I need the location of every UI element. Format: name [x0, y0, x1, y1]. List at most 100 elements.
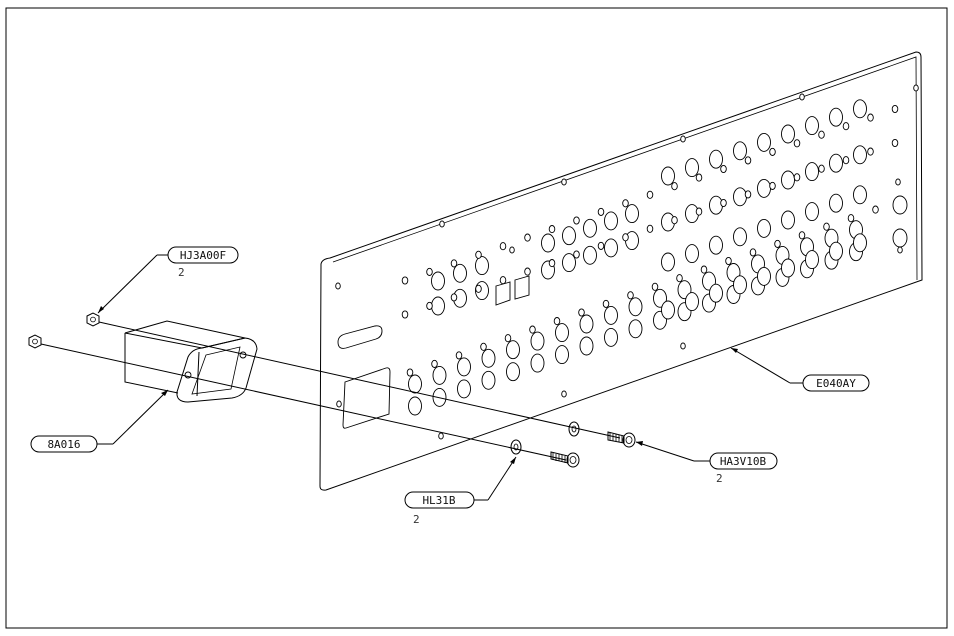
small-hole-125 — [745, 191, 751, 198]
small-hole-142 — [652, 283, 658, 290]
part-number-label: 8A016 — [47, 438, 80, 451]
jack-hole-9 — [629, 298, 642, 316]
small-hole-96 — [549, 226, 555, 233]
small-hole-135 — [481, 343, 487, 350]
jack-hole-28 — [629, 320, 642, 338]
small-hole-94 — [500, 243, 506, 250]
small-hole-120 — [623, 234, 629, 241]
callout-ha3v10b: HA3V10B 2 — [710, 453, 777, 485]
jack-hole-3 — [482, 349, 495, 367]
small-hole-105 — [770, 148, 776, 155]
mount-hole-157 — [440, 221, 445, 227]
jack-hole-82 — [686, 293, 699, 311]
jack-hole-75 — [734, 228, 747, 246]
jack-hole-21 — [458, 380, 471, 398]
jack-hole-6 — [556, 324, 569, 342]
jack-hole-47 — [605, 212, 618, 230]
small-hole-115 — [500, 277, 506, 284]
small-hole-150 — [848, 215, 854, 222]
jack-hole-40 — [476, 257, 489, 275]
mount-hole-155 — [898, 247, 903, 253]
jack-hole-73 — [686, 245, 699, 263]
leader-lines — [97, 255, 803, 500]
jack-hole-4 — [507, 341, 520, 359]
jack-hole-52 — [605, 239, 618, 257]
jack-hole-68 — [782, 171, 795, 189]
jack-hole-76 — [758, 219, 771, 237]
jack-hole-67 — [758, 179, 771, 197]
square-cutout-1 — [496, 282, 510, 305]
small-hole-124 — [721, 199, 727, 206]
jack-hole-44 — [542, 234, 555, 252]
jack-hole-72 — [662, 253, 675, 271]
small-hole-143 — [677, 275, 683, 282]
jack-hole-77 — [782, 211, 795, 229]
mount-hole-163 — [562, 391, 567, 397]
jack-hole-86 — [782, 259, 795, 277]
jack-hole-0 — [409, 375, 422, 393]
mount-hole-153 — [337, 401, 342, 407]
jack-hole-38 — [432, 272, 445, 290]
jack-hole-56 — [710, 150, 723, 168]
small-hole-129 — [843, 157, 849, 164]
jack-hole-88 — [830, 242, 843, 260]
jack-hole-5 — [531, 332, 544, 350]
jack-hole-65 — [710, 196, 723, 214]
small-hole-126 — [770, 182, 776, 189]
small-hole-123 — [696, 208, 702, 215]
small-hole-133 — [432, 360, 438, 367]
power-inlet-module — [125, 321, 257, 402]
small-hole-137 — [530, 326, 536, 333]
small-hole-121 — [647, 225, 653, 232]
jack-hole-57 — [734, 142, 747, 160]
jack-hole-27 — [605, 328, 618, 346]
jack-hole-7 — [580, 315, 593, 333]
small-hole-93 — [476, 251, 482, 258]
small-hole-131 — [892, 139, 898, 146]
jack-hole-165 — [893, 196, 907, 214]
part-number-label: HA3V10B — [720, 455, 767, 468]
jack-hole-26 — [580, 337, 593, 355]
small-hole-132 — [407, 369, 413, 376]
jack-hole-61 — [830, 108, 843, 126]
small-hole-145 — [726, 257, 732, 264]
jack-hole-83 — [710, 284, 723, 302]
jack-hole-46 — [584, 219, 597, 237]
mount-hole-161 — [510, 247, 515, 253]
jack-hole-8 — [605, 306, 618, 324]
callout-hl31b: HL31B 2 — [405, 492, 474, 526]
small-hole-99 — [623, 200, 629, 207]
jack-hole-55 — [686, 159, 699, 177]
jack-hole-48 — [626, 205, 639, 223]
small-hole-128 — [819, 165, 825, 172]
callout-8a016: 8A016 — [31, 436, 97, 452]
small-hole-110 — [892, 105, 898, 112]
small-hole-127 — [794, 174, 800, 181]
jack-hole-41 — [432, 297, 445, 315]
jack-hole-89 — [854, 234, 867, 252]
small-hole-149 — [824, 223, 830, 230]
hex-nut-upper — [87, 313, 99, 326]
jack-hole-84 — [734, 276, 747, 294]
jack-hole-85 — [758, 267, 771, 285]
jack-hole-58 — [758, 133, 771, 151]
small-hole-151 — [873, 206, 879, 213]
dsub-cutout — [338, 326, 382, 349]
small-hole-98 — [598, 208, 604, 215]
jack-hole-71 — [854, 146, 867, 164]
small-hole-140 — [603, 300, 609, 307]
small-hole-91 — [427, 268, 433, 275]
mount-hole-158 — [562, 179, 567, 185]
small-hole-112 — [427, 302, 433, 309]
small-hole-113 — [451, 294, 457, 301]
jack-hole-66 — [734, 188, 747, 206]
part-number-label: HL31B — [422, 494, 455, 507]
small-hole-138 — [554, 318, 560, 325]
small-hole-122 — [672, 217, 678, 224]
small-hole-111 — [402, 311, 408, 318]
small-hole-101 — [672, 183, 678, 190]
front-panel-plate — [320, 52, 922, 490]
mount-hole-164 — [439, 433, 444, 439]
